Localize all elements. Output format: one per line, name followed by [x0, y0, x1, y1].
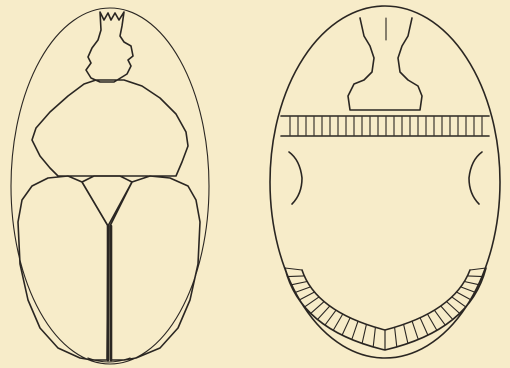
right-oval-outline: [270, 6, 500, 358]
border-tick: [412, 321, 418, 339]
border-tick: [333, 314, 343, 330]
beetle-right-elytron: [110, 176, 200, 360]
border-tick: [461, 287, 476, 293]
border-tick: [311, 302, 324, 314]
border-tick: [325, 310, 336, 325]
border-tick: [441, 306, 453, 320]
border-tick: [447, 302, 460, 314]
border-tick: [305, 297, 319, 307]
border-tick: [373, 327, 375, 347]
seal-hatched-border: [285, 268, 486, 350]
seal-right-foreleg-bracket: [469, 152, 482, 204]
border-tick: [457, 292, 472, 300]
border-tick: [362, 324, 366, 343]
border-tick: [285, 268, 302, 270]
seal-prothorax-band: [281, 116, 489, 136]
beetle-scutellum: [82, 176, 132, 226]
border-tick: [352, 321, 358, 339]
seal-left-foreleg-bracket: [289, 152, 302, 204]
border-tick: [299, 292, 314, 300]
border-tick: [428, 314, 437, 330]
border-tick: [342, 318, 350, 335]
border-tick: [291, 282, 307, 285]
border-tick: [318, 306, 330, 320]
seal-band-ticks: [290, 117, 482, 135]
border-tick: [288, 276, 305, 277]
beetle-dorsal-drawing: [11, 8, 209, 364]
seal-border-ticks: [285, 268, 486, 350]
border-tick: [420, 318, 428, 335]
border-tick: [467, 276, 483, 277]
border-tick: [395, 327, 397, 347]
seal-outline-drawing: [270, 6, 500, 358]
beetle-pronotum: [32, 80, 188, 176]
border-tick: [464, 282, 480, 285]
border-tick: [404, 324, 408, 343]
border-tick: [470, 268, 486, 270]
seal-head: [348, 18, 422, 110]
border-tick: [295, 287, 311, 293]
beetle-left-elytron: [18, 176, 108, 360]
border-tick: [434, 310, 445, 325]
beetle-head: [86, 12, 133, 82]
border-tick: [452, 297, 466, 307]
